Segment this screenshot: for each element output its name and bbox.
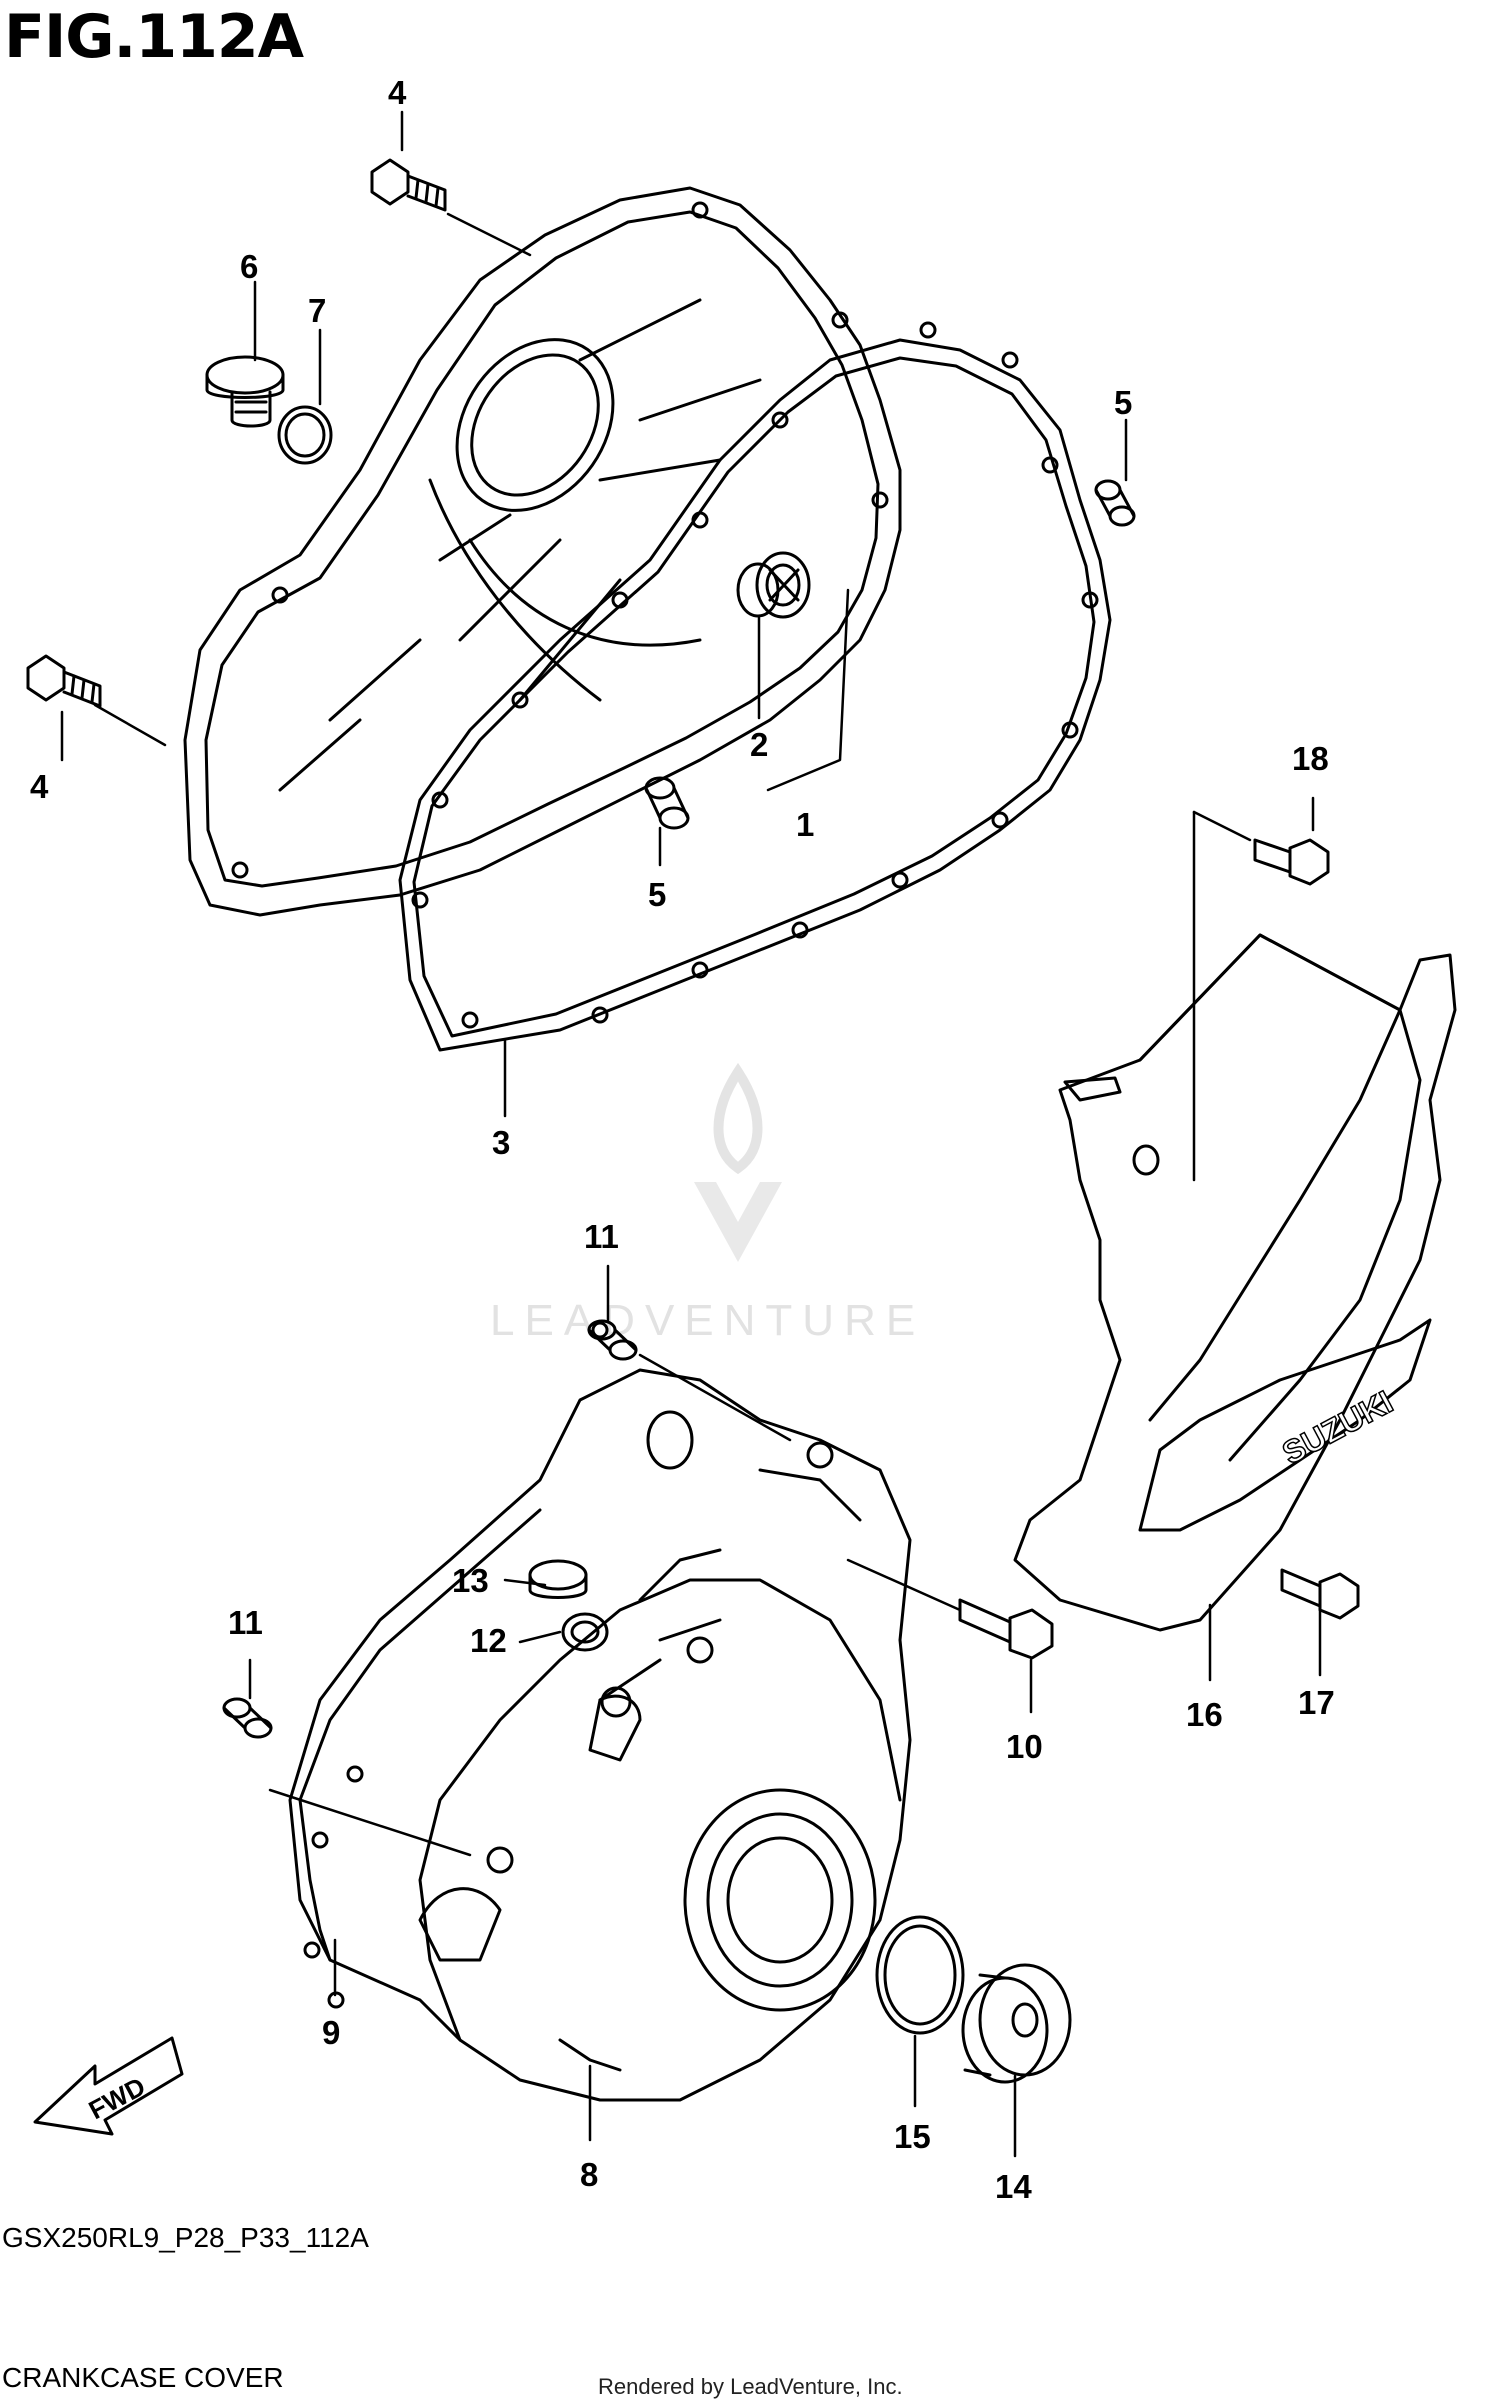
callout-5-upper: 5 xyxy=(1114,384,1132,421)
callout-10: 10 xyxy=(1006,1728,1043,1765)
o-ring-7 xyxy=(277,405,333,465)
dowel-pin-5-upper xyxy=(1094,479,1136,527)
callout-4-upper: 4 xyxy=(388,74,407,111)
callout-16: 16 xyxy=(1186,1696,1223,1733)
callout-4-left: 4 xyxy=(30,768,49,805)
bolt-4-left xyxy=(26,654,102,708)
render-credit: Rendered by LeadVenture, Inc. xyxy=(598,2374,903,2399)
callout-18: 18 xyxy=(1292,740,1329,777)
callout-11-upper: 11 xyxy=(584,1218,619,1255)
cap-14 xyxy=(961,1963,1072,2084)
callout-5-lower: 5 xyxy=(648,876,666,913)
callout-1: 1 xyxy=(796,806,814,843)
o-ring-15 xyxy=(875,1915,965,2035)
callout-12: 12 xyxy=(470,1622,507,1659)
callout-3: 3 xyxy=(492,1124,510,1161)
figure-code: GSX250RL9_P28_P33_112A xyxy=(2,2222,369,2253)
callout-2: 2 xyxy=(750,726,768,763)
callout-7: 7 xyxy=(308,292,326,329)
watermark-logo xyxy=(694,1062,782,1262)
magneto-cover-8 xyxy=(288,1321,912,2102)
watermark-text: LEADVENTURE xyxy=(490,1296,926,1345)
fwd-arrow xyxy=(33,2036,184,2136)
figure-title: FIG.112A xyxy=(4,2,304,72)
callout-11-left: 11 xyxy=(228,1604,263,1641)
brand-label: SUZUKI xyxy=(1276,1383,1398,1471)
bolt-18 xyxy=(1253,838,1330,886)
callout-13: 13 xyxy=(452,1562,489,1599)
callout-15: 15 xyxy=(894,2118,931,2155)
washer-12 xyxy=(561,1612,609,1652)
gasket-9 xyxy=(298,1508,542,1962)
sprocket-cover-16 xyxy=(1013,933,1457,1632)
leader-lines xyxy=(60,110,1322,2158)
plug-13 xyxy=(528,1559,588,1599)
dowel-pin-11-upper xyxy=(587,1319,638,1361)
dowel-pin-11-left xyxy=(222,1697,273,1739)
oil-plug-6 xyxy=(205,355,285,428)
bolt-4-upper xyxy=(370,158,447,212)
dowel-pin-5-lower xyxy=(644,776,690,830)
figure-name: CRANKCASE COVER xyxy=(2,2362,284,2393)
bolt-10 xyxy=(958,1598,1054,1660)
cover-gasket xyxy=(398,321,1112,1052)
callout-9: 9 xyxy=(322,2014,340,2051)
callout-14: 14 xyxy=(995,2168,1032,2205)
oil-seal-2 xyxy=(736,562,780,618)
callout-17: 17 xyxy=(1298,1684,1335,1721)
callout-6: 6 xyxy=(240,248,258,285)
clutch-cover xyxy=(183,186,902,917)
callout-8: 8 xyxy=(580,2156,598,2193)
